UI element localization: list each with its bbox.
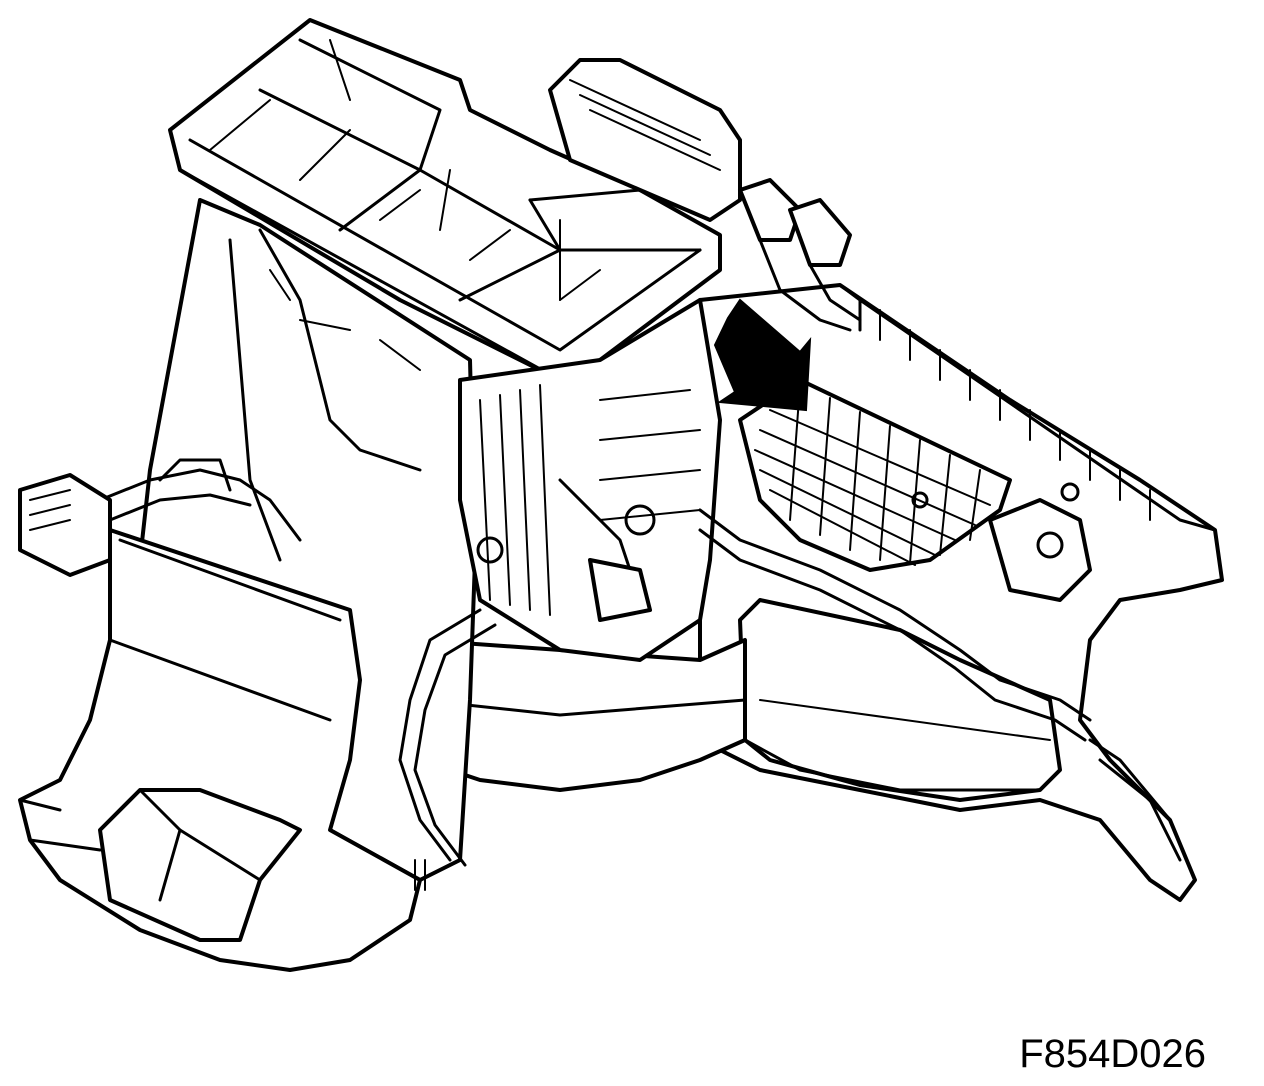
defrost-duct bbox=[548, 58, 742, 222]
heater-core bbox=[458, 298, 722, 662]
mounting-bolts bbox=[414, 482, 1080, 891]
indicator-arrow bbox=[713, 298, 812, 412]
refrigerant-pipes bbox=[738, 178, 862, 332]
drain-hose bbox=[398, 608, 497, 867]
cabin-filter-grid bbox=[738, 378, 1012, 572]
wiring-harness-right bbox=[698, 508, 1092, 742]
figure-code: F854D026 bbox=[1019, 1032, 1206, 1076]
actuator-motor bbox=[988, 498, 1092, 602]
evaporator-case bbox=[138, 198, 477, 882]
wiring-harness-left bbox=[98, 458, 302, 542]
blower-motor bbox=[738, 598, 1062, 802]
outlet-duct-frame bbox=[168, 18, 722, 382]
distribution-plenum bbox=[18, 528, 422, 972]
electrical-connector bbox=[18, 473, 112, 577]
